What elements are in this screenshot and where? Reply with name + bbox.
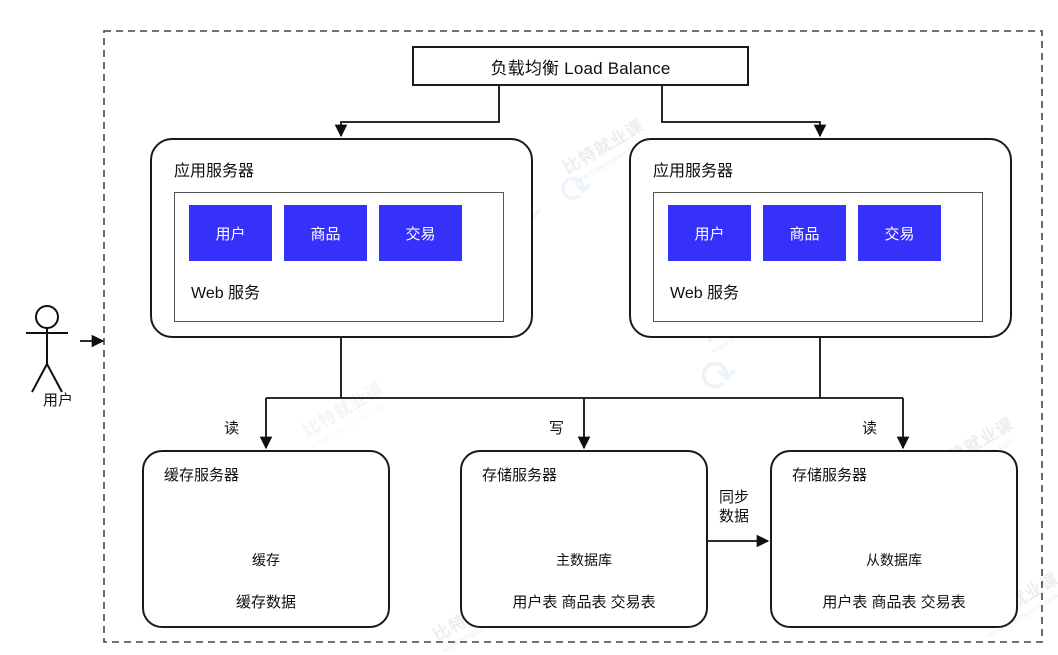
web-service-label: Web 服务 [670, 285, 740, 302]
app-server-title: 应用服务器 [653, 163, 734, 180]
edge-lb-to-app2 [661, 86, 827, 138]
app-server-node-1[interactable]: 应用服务器 用户 商品 交易 Web 服务 [150, 138, 533, 338]
master-storage-footer: 用户表 商品表 交易表 [512, 594, 656, 611]
service-box-product[interactable]: 商品 [763, 205, 846, 261]
edge-label-sync-line2: 数据 [718, 507, 749, 525]
service-box-row: 用户 商品 交易 [189, 205, 462, 261]
edge-label-read-right: 读 [862, 420, 878, 437]
service-box-transaction[interactable]: 交易 [858, 205, 941, 261]
edge-label-read-left: 读 [224, 420, 240, 437]
master-db-slot: 主数据库 [539, 504, 629, 586]
actor-node: 用户 [24, 300, 92, 410]
edge-label-sync: 同步 数据 [708, 489, 760, 527]
master-db-label: 主数据库 [556, 552, 612, 568]
slave-storage-footer: 用户表 商品表 交易表 [822, 594, 966, 611]
slave-db-slot: 从数据库 [849, 504, 939, 586]
system-boundary [103, 30, 1043, 643]
web-service-label: Web 服务 [191, 285, 261, 302]
cache-db-label: 缓存 [252, 552, 280, 568]
slave-storage-node[interactable]: 存储服务器 从数据库 用户表 商品表 交易表 [770, 450, 1018, 628]
actor-label: 用户 [42, 392, 73, 409]
user-stick-figure-icon [26, 305, 68, 393]
load-balancer-label: 负载均衡 Load Balance [490, 58, 671, 78]
service-box-user[interactable]: 用户 [668, 205, 751, 261]
slave-db-label: 从数据库 [866, 552, 922, 568]
master-storage-node[interactable]: 存储服务器 主数据库 用户表 商品表 交易表 [460, 450, 708, 628]
service-box-product[interactable]: 商品 [284, 205, 367, 261]
cache-db-slot: 缓存 [221, 504, 311, 586]
slave-storage-title: 存储服务器 [792, 467, 868, 484]
edge-lb-to-app1 [334, 86, 500, 138]
cache-server-title: 缓存服务器 [164, 467, 240, 484]
web-service-container-2: 用户 商品 交易 Web 服务 [653, 192, 983, 322]
service-box-user[interactable]: 用户 [189, 205, 272, 261]
load-balancer-node[interactable]: 负载均衡 Load Balance [412, 46, 749, 86]
service-box-transaction[interactable]: 交易 [379, 205, 462, 261]
edge-label-write: 写 [549, 420, 565, 437]
service-box-row: 用户 商品 交易 [668, 205, 941, 261]
edge-label-sync-line1: 同步 [718, 489, 749, 506]
web-service-container-1: 用户 商品 交易 Web 服务 [174, 192, 504, 322]
app-server-title: 应用服务器 [174, 163, 255, 180]
master-storage-title: 存储服务器 [482, 467, 558, 484]
app-server-node-2[interactable]: 应用服务器 用户 商品 交易 Web 服务 [629, 138, 1012, 338]
cache-server-footer: 缓存数据 [235, 594, 296, 611]
cache-server-node[interactable]: 缓存服务器 缓存 缓存数据 [142, 450, 390, 628]
